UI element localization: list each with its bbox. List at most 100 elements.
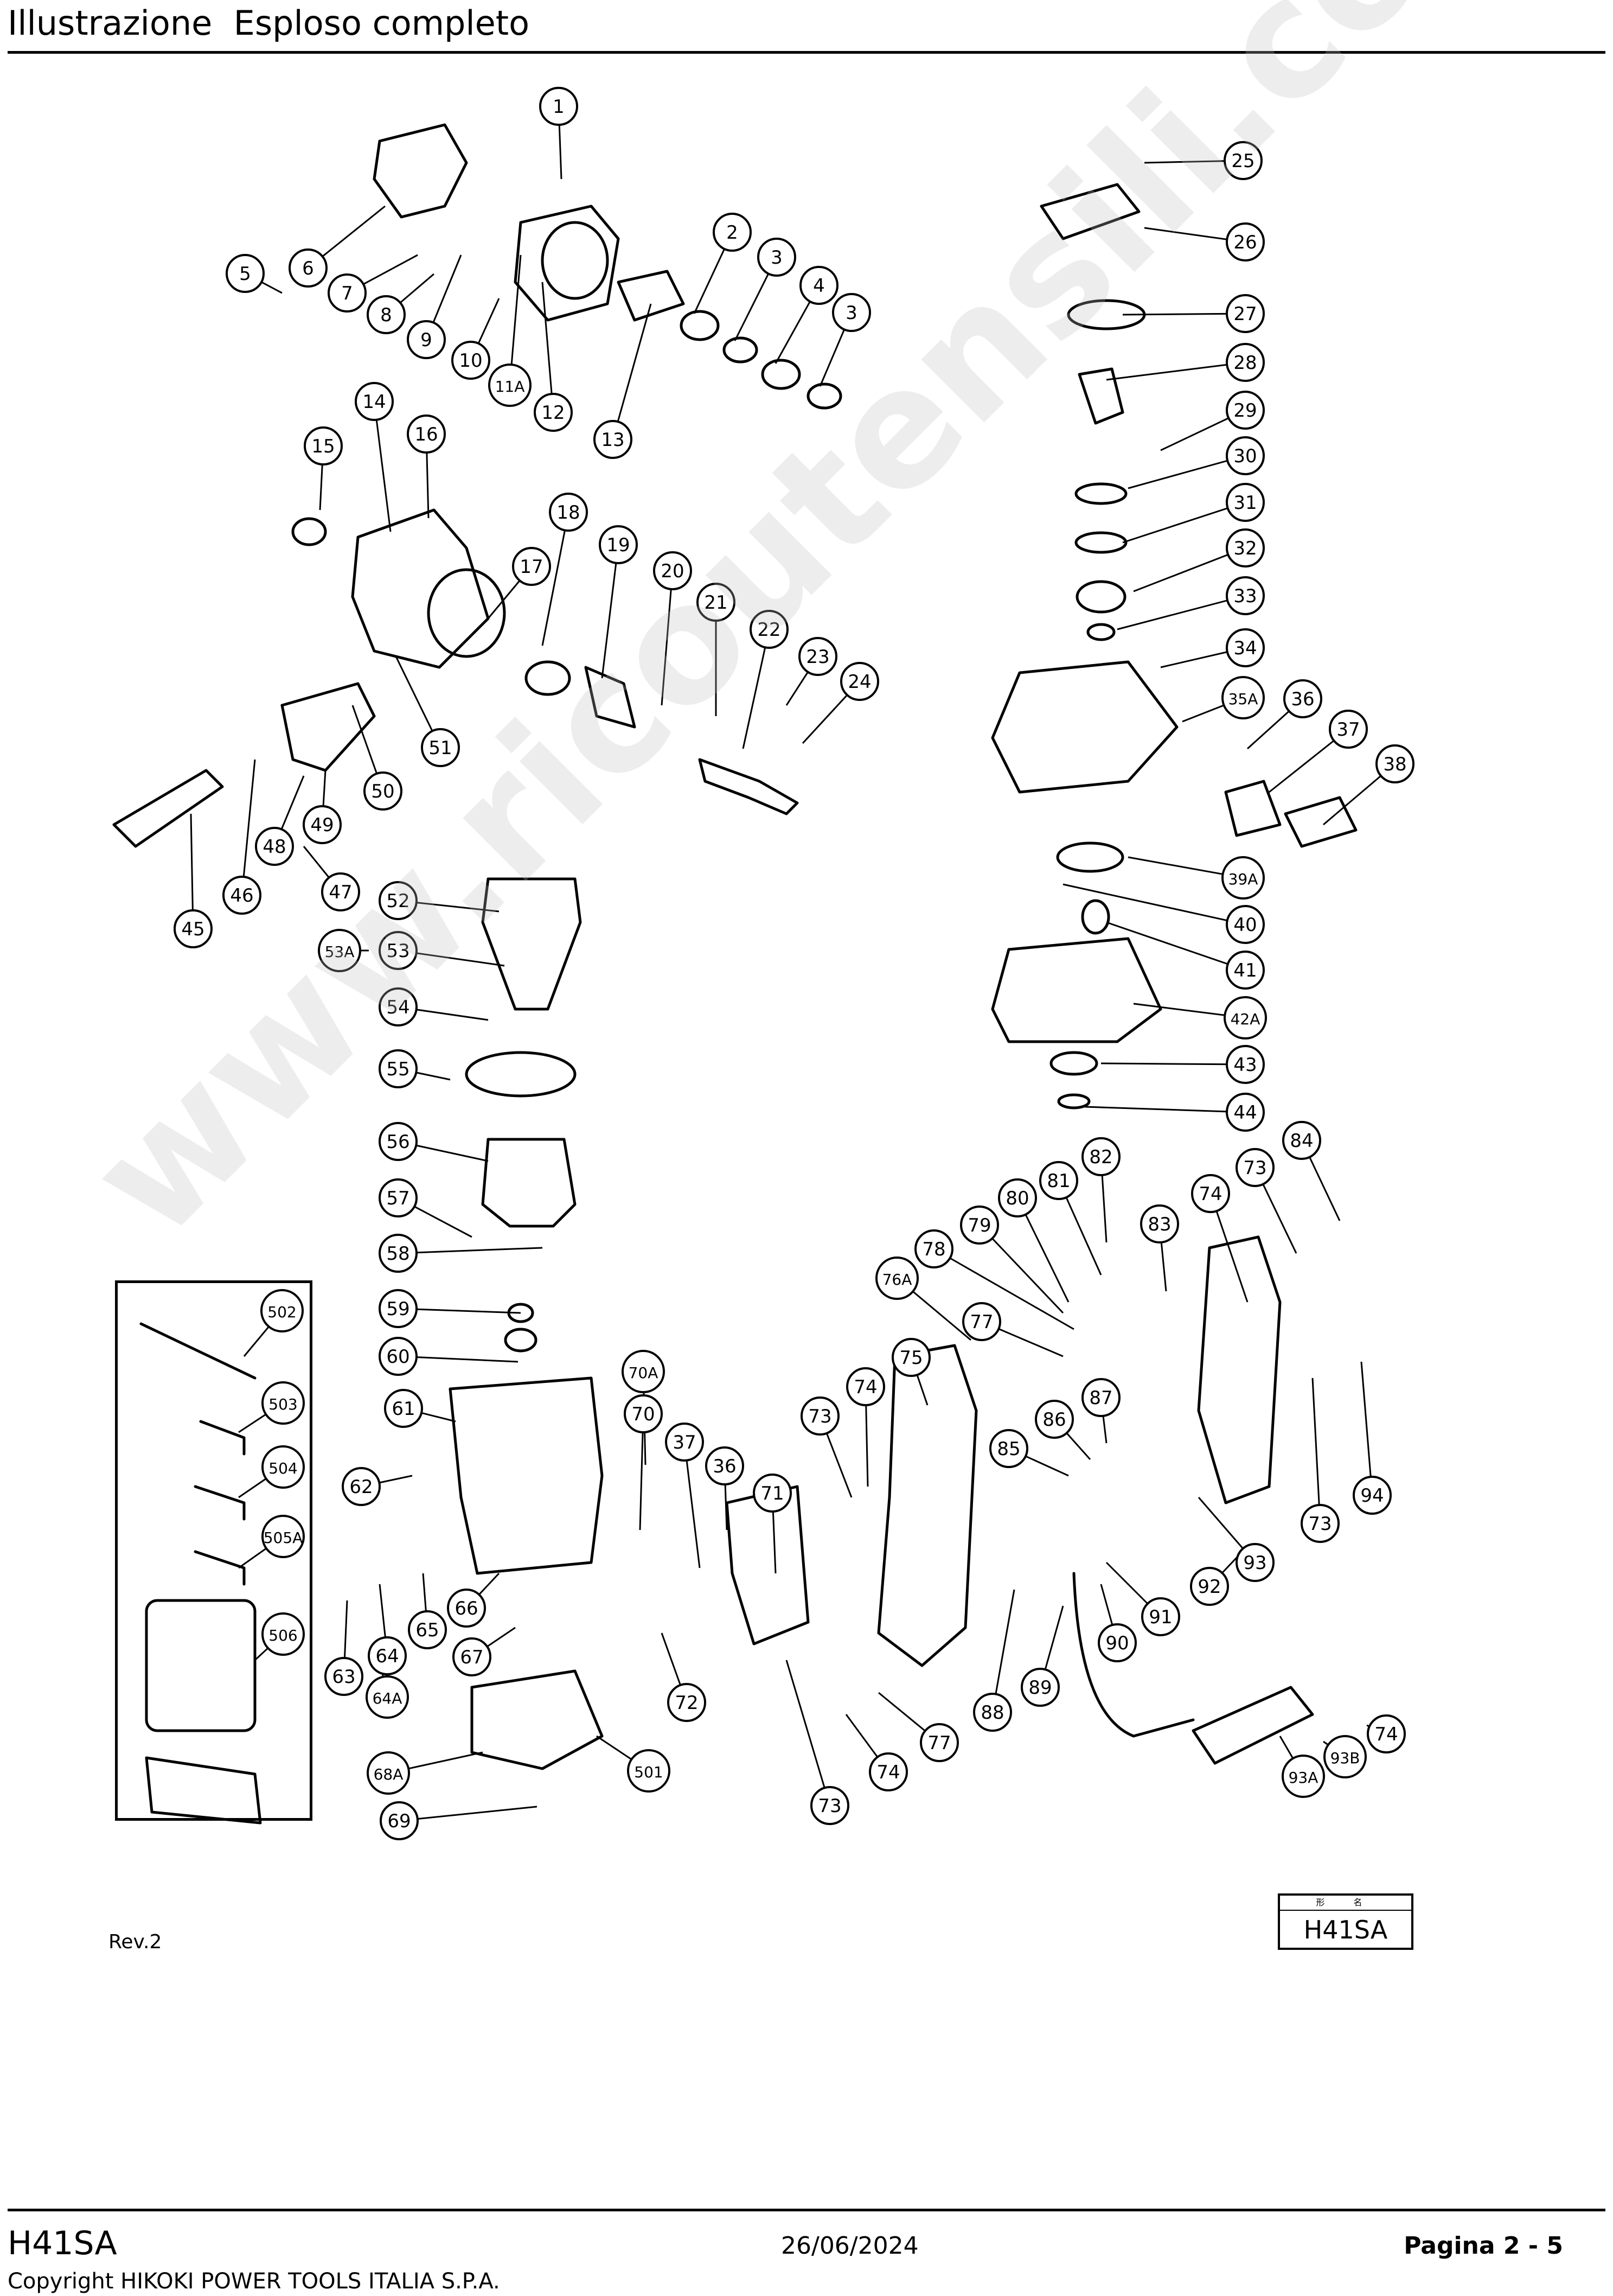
- part-outline: [698, 758, 799, 815]
- callout-87: 87: [1081, 1378, 1121, 1417]
- callout-circle: [832, 293, 871, 332]
- callout-circle: [328, 273, 367, 312]
- part-outline: [514, 205, 620, 322]
- part-outline: [541, 221, 609, 300]
- callout-64: 64: [368, 1636, 407, 1675]
- callout-circle: [869, 1752, 908, 1791]
- callout-60: 60: [379, 1337, 418, 1376]
- part-outline: [1072, 1572, 1195, 1738]
- callout-37: 37: [665, 1423, 704, 1462]
- callout-22: 22: [750, 610, 789, 649]
- callout-circle: [261, 1612, 305, 1656]
- callout-circle: [222, 876, 261, 915]
- callout-77: 77: [962, 1302, 1001, 1341]
- callout-93A: 93A: [1282, 1755, 1325, 1798]
- callout-circle: [1236, 1543, 1275, 1582]
- callout-leader-line: [1360, 1361, 1373, 1496]
- callout-number: 37: [1336, 719, 1360, 741]
- callout-4: 4: [799, 266, 838, 305]
- callout-30: 30: [1226, 436, 1265, 475]
- callout-circle: [1224, 141, 1263, 180]
- part-outline: [991, 937, 1162, 1043]
- part-outline: [1224, 780, 1282, 837]
- callout-circle: [653, 551, 692, 590]
- callout-number: 72: [675, 1692, 698, 1714]
- part-outline: [761, 359, 801, 390]
- callout-number: 29: [1233, 400, 1257, 422]
- callout-circle: [451, 341, 490, 380]
- callout-number: 32: [1233, 538, 1257, 559]
- callout-65: 65: [408, 1610, 447, 1649]
- callout-number: 50: [371, 781, 394, 802]
- callout-number: 64: [375, 1646, 399, 1667]
- part-outline: [1197, 1235, 1282, 1504]
- callout-number: 28: [1233, 352, 1257, 374]
- part-outline: [1284, 796, 1358, 848]
- callout-number: 25: [1231, 150, 1254, 172]
- callout-circle: [1226, 528, 1265, 567]
- callout-number: 33: [1233, 585, 1257, 607]
- callout-circle: [1226, 294, 1265, 333]
- callout-circle: [226, 254, 265, 293]
- callout-circle: [667, 1683, 706, 1722]
- callout-leader-line: [785, 1660, 831, 1806]
- callout-11A: 11A: [488, 363, 532, 407]
- part-outline: [1040, 183, 1141, 240]
- callout-leader-line: [1084, 1106, 1246, 1113]
- callout-77: 77: [920, 1723, 959, 1762]
- callout-57: 57: [379, 1178, 418, 1217]
- callout-number: 65: [415, 1619, 439, 1641]
- callout-leader-line: [933, 1248, 1074, 1330]
- callout-93B: 93B: [1323, 1735, 1367, 1778]
- callout-circle: [488, 363, 532, 407]
- callout-number: 91: [1149, 1606, 1172, 1628]
- callout-number: 37: [673, 1432, 696, 1453]
- callout-79: 79: [960, 1206, 999, 1245]
- callout-leader-line: [541, 512, 569, 646]
- callout-circle: [962, 1302, 1001, 1341]
- part-outline: [584, 666, 636, 729]
- callout-24: 24: [840, 662, 879, 701]
- callout-circle: [380, 1801, 419, 1840]
- callout-number: 45: [181, 919, 204, 940]
- callout-leader-line: [1122, 501, 1246, 544]
- callout-number: 17: [520, 556, 543, 578]
- callout-circle: [1236, 1148, 1275, 1187]
- callout-circle: [801, 1396, 840, 1436]
- callout-93: 93: [1236, 1543, 1275, 1582]
- callout-number: 52: [386, 890, 409, 912]
- callout-84: 84: [1282, 1121, 1321, 1160]
- callout-number: 69: [387, 1810, 411, 1832]
- callout-circle: [534, 393, 573, 432]
- part-outline: [806, 382, 842, 410]
- callout-number: 84: [1290, 1130, 1313, 1152]
- callout-number: 74: [1199, 1183, 1222, 1205]
- callout-3: 3: [832, 293, 871, 332]
- callout-circle: [367, 295, 406, 334]
- callout-circle: [1226, 343, 1265, 382]
- callout-circle: [1226, 1093, 1265, 1132]
- callout-36: 36: [705, 1446, 744, 1485]
- callout-17: 17: [512, 547, 551, 586]
- callout-5: 5: [226, 254, 265, 293]
- callout-number: 6: [302, 258, 314, 279]
- callout-circle: [914, 1229, 953, 1268]
- callout-number: 12: [541, 402, 565, 424]
- callout-83: 83: [1140, 1204, 1179, 1243]
- callout-53A: 53A: [318, 929, 361, 972]
- callout-circle: [1323, 1735, 1367, 1778]
- callout-504: 504: [261, 1445, 305, 1489]
- callout-number: 27: [1233, 303, 1257, 325]
- callout-circle: [599, 525, 638, 564]
- callout-15: 15: [304, 426, 343, 465]
- callout-501: 501: [627, 1749, 670, 1793]
- callout-13: 13: [593, 420, 632, 459]
- callout-circle: [624, 1394, 663, 1433]
- callout-71: 71: [753, 1474, 792, 1513]
- callout-circle: [875, 1257, 919, 1300]
- callout-circle: [379, 931, 418, 970]
- callout-circle: [1282, 1121, 1321, 1160]
- callout-circle: [1226, 576, 1265, 615]
- callout-number: 11A: [495, 378, 525, 396]
